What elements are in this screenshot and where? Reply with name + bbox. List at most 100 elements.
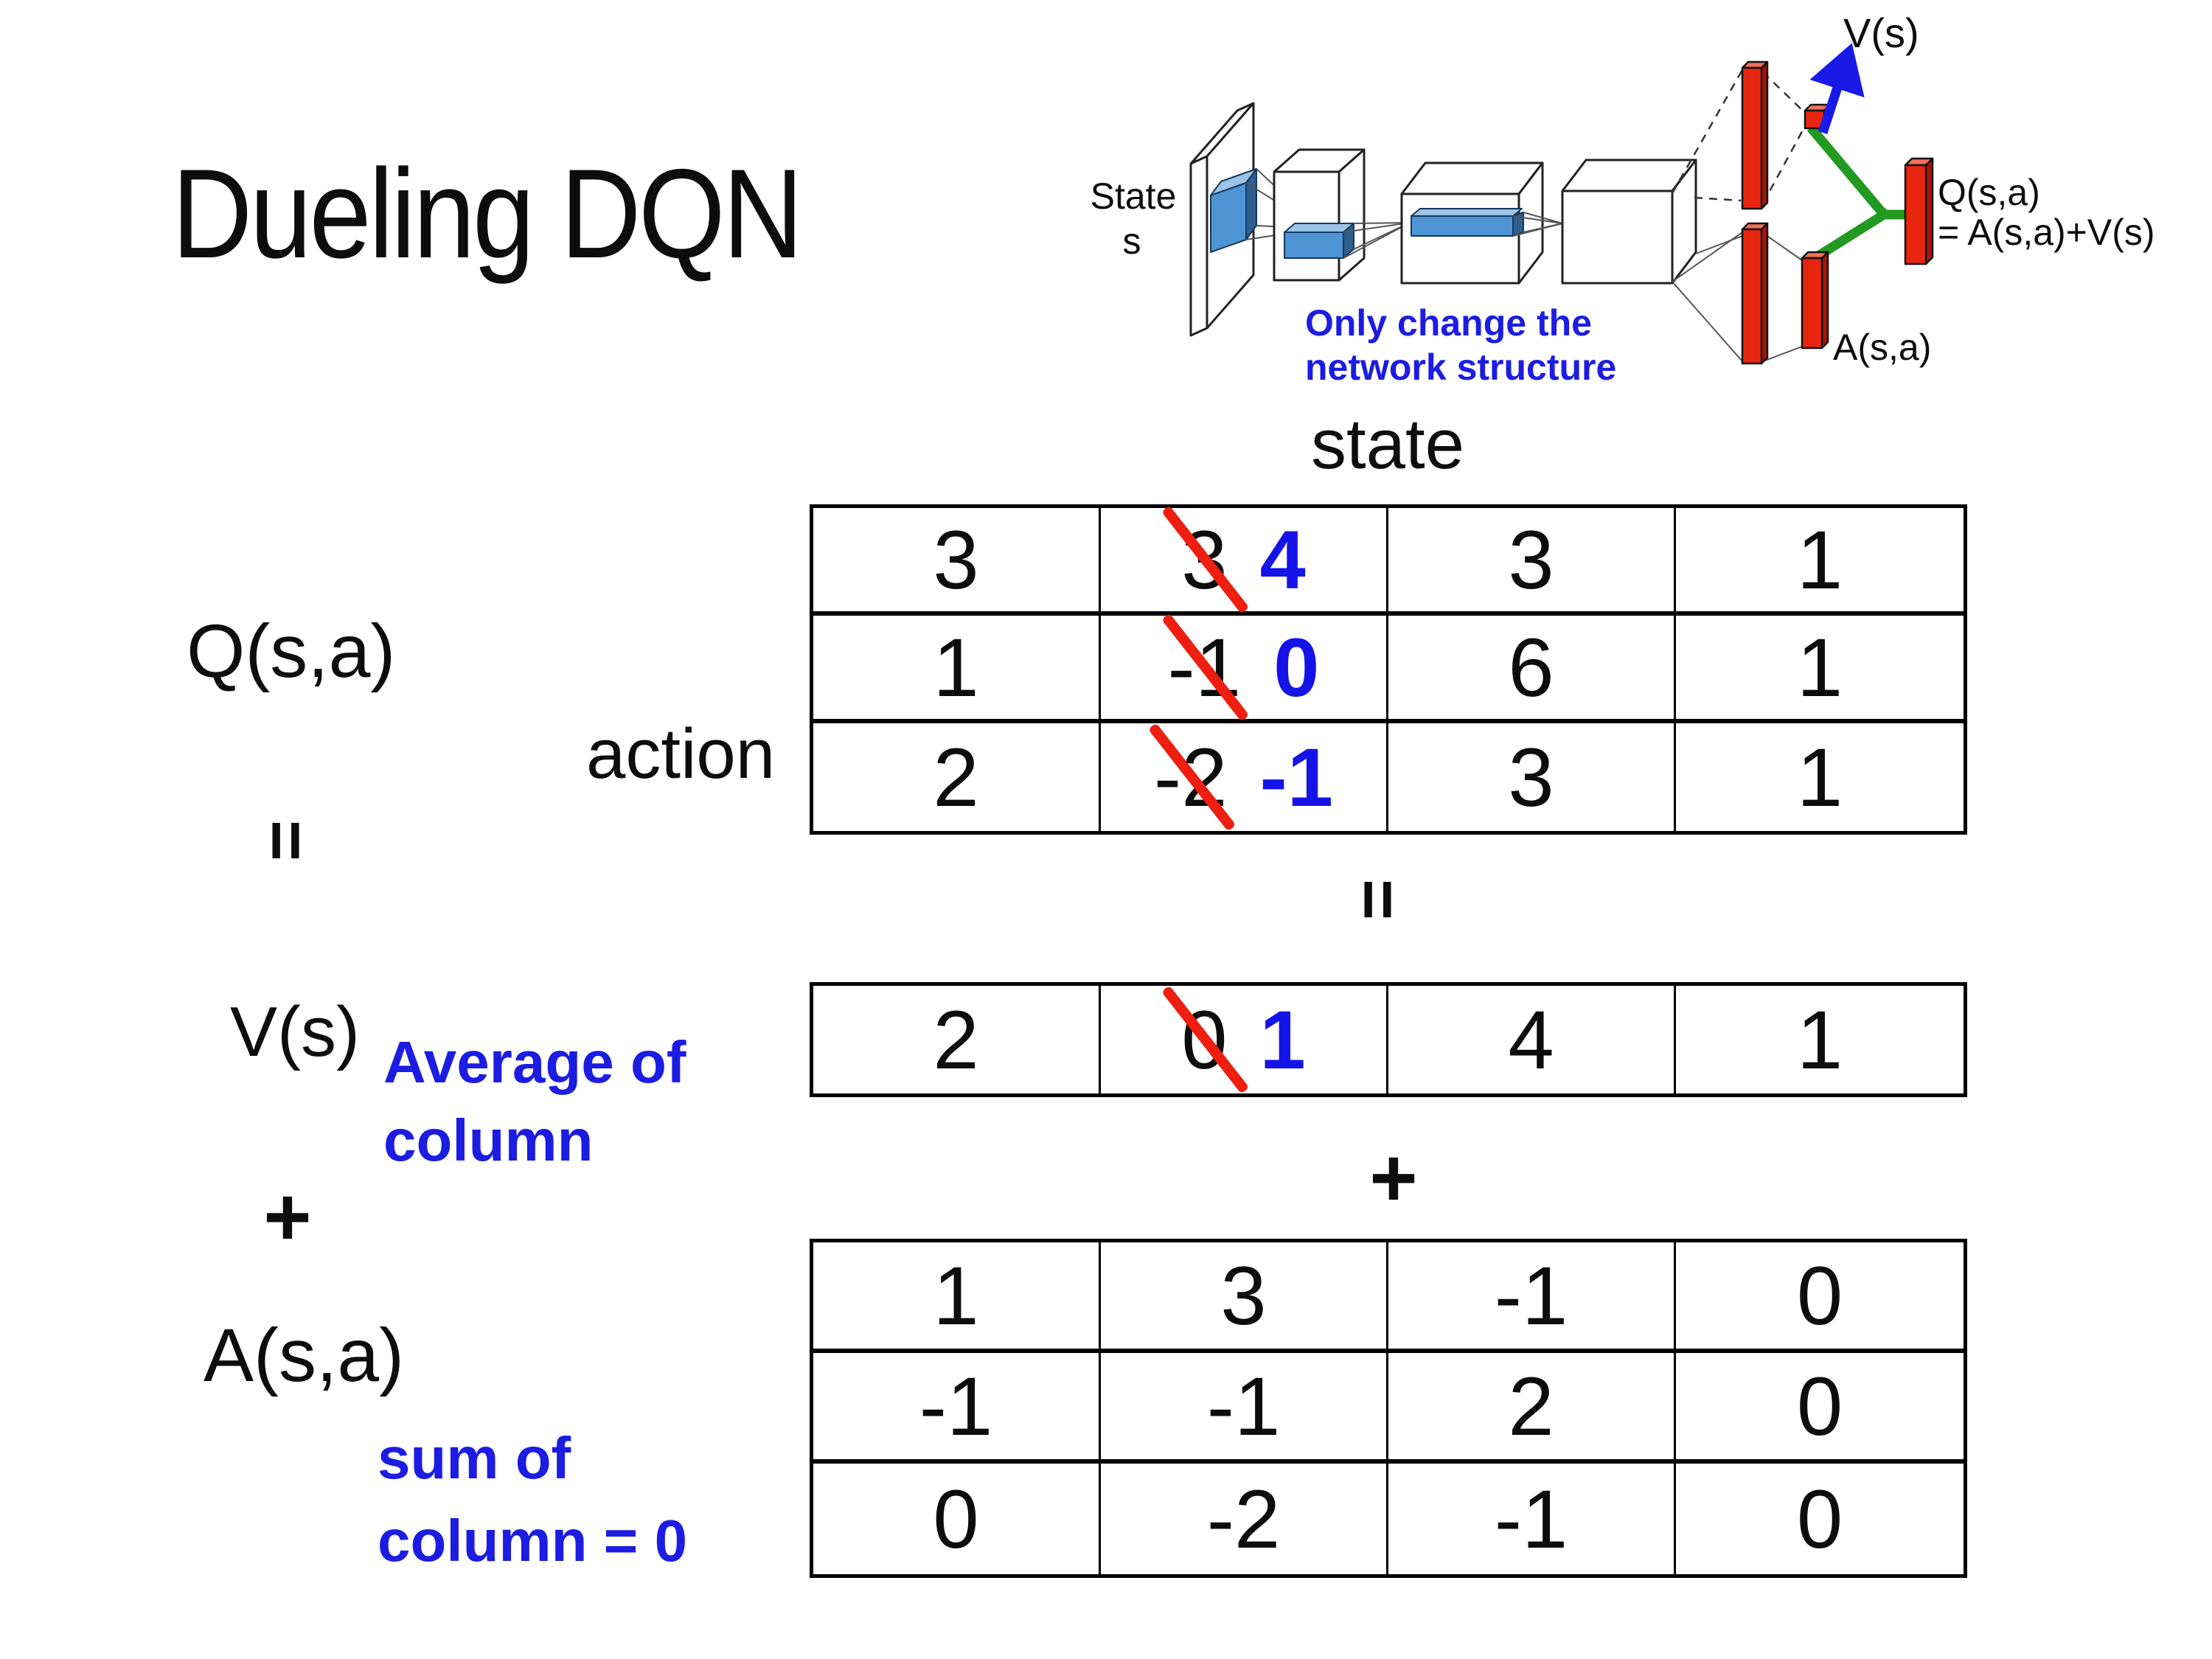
v-function-label: V(s)	[230, 992, 360, 1071]
q-cell-r2c3: 1	[1676, 723, 1964, 831]
advantage-bar	[1801, 251, 1829, 349]
diagram-state-s-label: s	[1123, 220, 1141, 262]
new-value: -1	[1259, 731, 1334, 824]
cell-value: -2	[1206, 1472, 1281, 1565]
v-cell-c0: 2	[813, 986, 1101, 1093]
a-cell-r2c0: 0	[813, 1464, 1101, 1574]
a-table: 1 3 -1 0 -1 -1 2 0 0 -2 -1 0	[810, 1239, 1967, 1578]
feature-bar-1	[1284, 223, 1354, 259]
equals-symbol-left: =	[242, 796, 330, 885]
advantage-stream-wires	[1672, 232, 1803, 362]
v-cell-c3: 1	[1676, 986, 1964, 1093]
cell-value: 1	[1796, 621, 1843, 714]
new-value: 1	[1259, 993, 1306, 1086]
sum-note-line1: sum of	[378, 1425, 571, 1491]
equals-glyph: =	[1339, 878, 1418, 921]
q-cell-r0c0: 3	[813, 508, 1101, 616]
q-cell-r0c3: 1	[1676, 508, 1964, 616]
cell-value: 3	[1508, 513, 1554, 606]
cell-value: -1	[1494, 1249, 1568, 1342]
cell-value: 1	[1796, 731, 1843, 824]
q-cell-r2c1: -2 -1	[1101, 723, 1388, 832]
action-axis-label: action	[586, 714, 776, 793]
cell-value: -1	[1494, 1472, 1568, 1565]
fc-box	[1561, 159, 1697, 285]
value-hidden-bar	[1741, 60, 1769, 210]
cell-value: 4	[1508, 993, 1554, 1086]
cell-value: 0	[1796, 1249, 1843, 1342]
a-cell-r2c1: -2	[1101, 1464, 1388, 1574]
sum-note-line2: column = 0	[378, 1508, 688, 1573]
old-value: -1	[1161, 613, 1250, 722]
diagram-q-output-formula: = A(s,a)+V(s)	[1938, 212, 2155, 253]
feature-bar-2	[1411, 208, 1524, 237]
diagram-note-line2: network structure	[1305, 347, 1616, 388]
average-of-column-note: Average of column	[383, 1023, 686, 1180]
old-value: -2	[1147, 723, 1237, 832]
conv-filter-wedge	[1210, 168, 1257, 253]
fc-wires	[1512, 212, 1563, 237]
state-axis-label: state	[1310, 405, 1465, 484]
cell-value: 0	[1796, 1472, 1843, 1565]
cell-value: 1	[933, 1249, 979, 1342]
a-cell-r1c3: 0	[1676, 1353, 1964, 1464]
a-cell-r1c2: 2	[1388, 1353, 1676, 1464]
diagram-a-output-label: A(s,a)	[1833, 327, 1931, 368]
plus-symbol-left: +	[243, 1171, 332, 1263]
q-cell-r2c0: 2	[813, 723, 1101, 831]
average-note-line2: column	[383, 1107, 594, 1173]
diagram-q-output-label: Q(s,a)	[1938, 172, 2040, 213]
cell-value: 1	[1796, 513, 1843, 606]
q-table: 3 3 4 3 1 1 -1 0 6 1 2 -2 -1 3 1	[810, 504, 1967, 835]
conv-box-1	[1273, 148, 1366, 282]
new-value: 0	[1273, 621, 1320, 714]
old-value: 0	[1161, 985, 1250, 1094]
combine-link	[1806, 124, 1910, 266]
equals-symbol-center: =	[1334, 855, 1422, 944]
cell-value: -1	[1206, 1360, 1281, 1453]
cell-value: 3	[933, 513, 979, 606]
cell-value: 2	[1508, 1360, 1554, 1453]
a-cell-r1c1: -1	[1101, 1353, 1388, 1464]
old-value: 3	[1161, 505, 1250, 614]
q-cell-r0c1: 3 4	[1101, 505, 1388, 616]
cell-value: 2	[933, 993, 979, 1086]
slide-title: Dueling DQN	[172, 143, 803, 285]
cell-value: 1	[933, 621, 979, 714]
a-cell-r2c3: 0	[1676, 1464, 1964, 1574]
conv2-wires	[1343, 222, 1411, 259]
q-cell-r0c2: 3	[1388, 508, 1676, 616]
v-cell-c2: 4	[1388, 986, 1676, 1093]
plus-glyph: +	[263, 1170, 312, 1263]
plus-glyph: +	[1369, 1131, 1418, 1224]
q-cell-r1c0: 1	[813, 616, 1101, 723]
cell-value: 3	[1220, 1249, 1267, 1342]
a-cell-r2c2: -1	[1388, 1464, 1676, 1574]
sum-of-column-note: sum of column = 0	[378, 1417, 687, 1582]
advantage-function-label: A(s,a)	[204, 1313, 405, 1397]
advantage-hidden-bar	[1741, 222, 1769, 365]
v-cell-c1: 0 1	[1101, 985, 1388, 1094]
blue-arrow-icon	[1809, 43, 1865, 135]
q-function-label: Q(s,a)	[187, 609, 396, 693]
cell-value: 0	[933, 1472, 979, 1565]
q-cell-r1c1: -1 0	[1101, 613, 1388, 723]
q-cell-r1c3: 1	[1676, 616, 1964, 723]
v-table: 2 0 1 4 1	[810, 982, 1967, 1097]
cell-value: 2	[933, 731, 979, 824]
a-cell-r0c0: 1	[813, 1242, 1101, 1353]
equals-glyph: =	[247, 819, 326, 862]
network-diagram: State s V(s) Q(s,a) = A(s,a)+V(s) A(s,a)…	[1091, 10, 2155, 388]
diagram-state-label: State	[1091, 175, 1177, 217]
q-cell-r2c2: 3	[1388, 723, 1676, 831]
average-note-line1: Average of	[383, 1029, 686, 1095]
q-cell-r1c2: 6	[1388, 616, 1676, 723]
a-cell-r1c0: -1	[813, 1353, 1101, 1464]
cell-value: 6	[1508, 621, 1554, 714]
plus-symbol-center: +	[1349, 1131, 1438, 1224]
a-cell-r0c2: -1	[1388, 1242, 1676, 1353]
cell-value: 1	[1796, 993, 1843, 1086]
value-stream-dashed-wires	[1671, 69, 1806, 204]
a-cell-r0c1: 3	[1101, 1242, 1388, 1353]
